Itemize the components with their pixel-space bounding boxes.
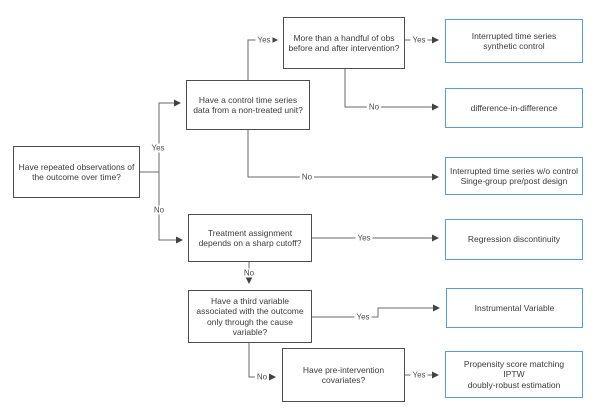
result-difference-in-difference: difference-in-difference [445,88,583,128]
decision-pre-intervention-covariates: Have pre-intervention covariates? [282,348,405,402]
edge-d5-r5 [310,304,440,318]
edge-d2-d3 [247,36,278,80]
edge-label-d1-d4-no: No [151,205,167,215]
decision-control-time-series-text: Have a control time series data from a n… [193,94,303,116]
decision-sharp-cutoff: Treatment assignment depends on a sharp … [188,214,312,262]
decision-sharp-cutoff-text: Treatment assignment depends on a sharp … [198,227,302,249]
result-propensity-score-methods: Propensity score matching IPTW doubly-ro… [445,351,583,398]
edge-d2-r3 [247,130,439,181]
edge-label-d6-r6-yes: Yes [410,370,428,380]
edge-label-d3-r2-no: No [366,102,382,112]
edge-label-d1-d2-yes: Yes [149,143,167,153]
decision-repeated-observations: Have repeated observations of the outcom… [13,146,140,198]
edge-d1-d4 [158,172,183,244]
result-regression-discontinuity: Regression discontinuity [445,219,583,260]
decision-third-variable: Have a third variable associated with th… [188,290,312,343]
decision-handful-of-obs-text: More than a handful of obs before and af… [288,32,400,54]
decision-third-variable-text: Have a third variable associated with th… [196,295,304,338]
edge-label-d5-d6-no: No [254,372,270,382]
result-its-synthetic-control: Interrupted time series synthetic contro… [445,19,583,63]
edge-d1-d2 [140,99,181,173]
edge-label-d5-r5-yes: Yes [354,312,372,322]
edge-label-d2-d3-yes: Yes [255,35,273,45]
decision-repeated-observations-text: Have repeated observations of the outcom… [18,161,135,183]
result-instrumental-variable: Instrumental Variable [446,288,583,328]
decision-handful-of-obs: More than a handful of obs before and af… [283,17,405,69]
edge-label-d4-r4-yes: Yes [355,233,373,243]
decision-pre-intervention-covariates-text: Have pre-intervention covariates? [302,364,385,386]
result-regression-discontinuity-text: Regression discontinuity [467,234,561,245]
decision-control-time-series: Have a control time series data from a n… [186,80,310,130]
result-propensity-score-methods-text: Propensity score matching IPTW doubly-ro… [463,358,565,390]
result-its-without-control-text: Interrupted time series w/o control Sing… [449,165,579,187]
result-its-without-control: Interrupted time series w/o control Sing… [445,157,583,195]
edge-label-d3-r1-yes: Yes [410,35,428,45]
edge-label-d2-r3-no: No [299,172,315,182]
result-difference-in-difference-text: difference-in-difference [470,102,558,113]
edge-label-d4-d5-no: No [241,268,257,278]
edge-d3-r2 [344,69,439,111]
result-instrumental-variable-text: Instrumental Variable [474,302,555,313]
result-its-synthetic-control-text: Interrupted time series synthetic contro… [471,30,557,52]
